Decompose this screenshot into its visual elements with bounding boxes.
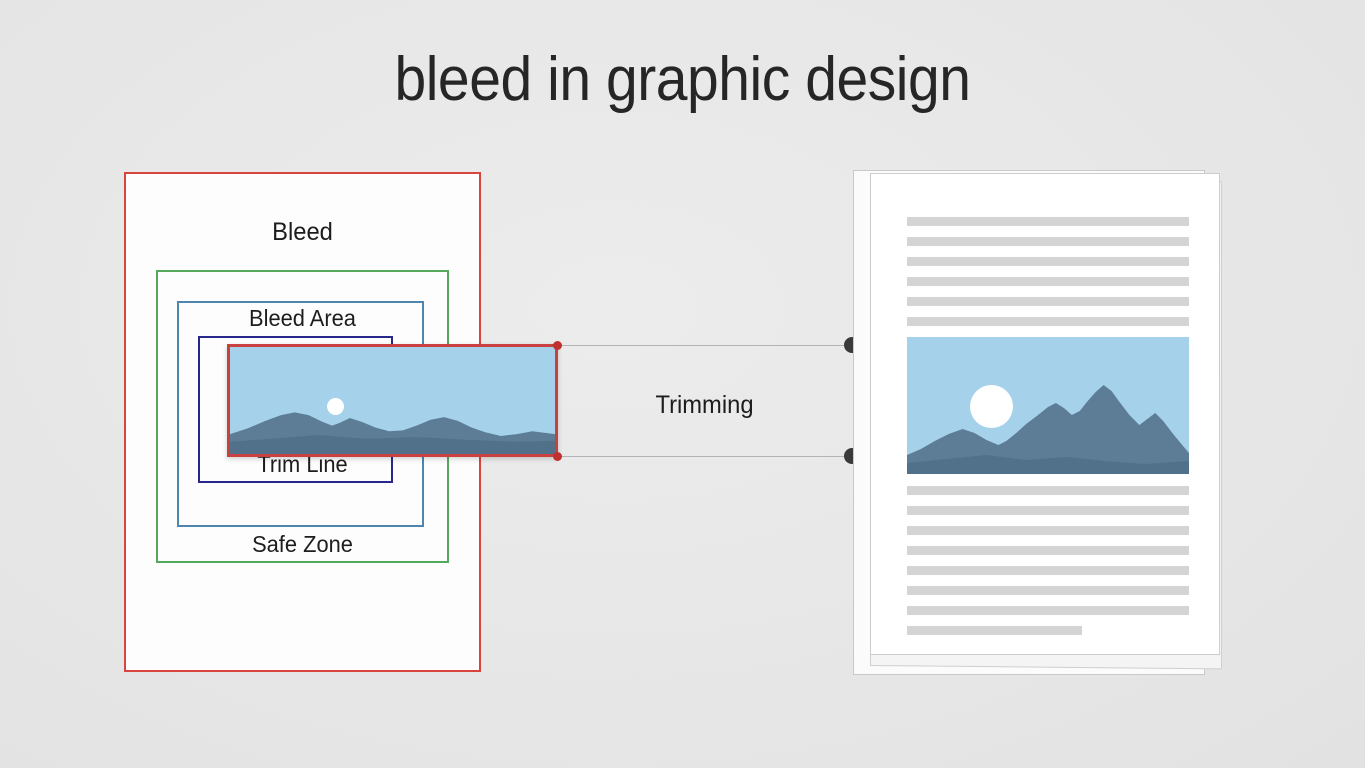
- photo-mountains: [907, 385, 1189, 474]
- photo-sun-icon: [970, 385, 1013, 428]
- bleeding-photo: [227, 344, 558, 457]
- text-line: [907, 606, 1189, 615]
- text-line-short: [907, 626, 1082, 635]
- text-line: [907, 217, 1189, 226]
- text-line: [907, 237, 1189, 246]
- trimmed-document: [853, 170, 1223, 678]
- label-trimming: Trimming: [655, 391, 754, 419]
- text-line: [907, 526, 1189, 535]
- marker-source-bottom: [553, 452, 562, 461]
- text-line: [907, 277, 1189, 286]
- document-photo: [907, 337, 1189, 474]
- text-line: [907, 297, 1189, 306]
- text-line: [907, 546, 1189, 555]
- text-line: [907, 486, 1189, 495]
- document-front-page: [870, 173, 1220, 655]
- label-safe-zone: Safe Zone: [252, 531, 353, 557]
- connector-line-top: [557, 345, 852, 346]
- label-bleed-area: Bleed Area: [249, 305, 356, 331]
- document-content: [907, 217, 1189, 635]
- text-line: [907, 506, 1189, 515]
- photo-mountains: [230, 412, 555, 454]
- text-line: [907, 257, 1189, 266]
- connector-line-bottom: [557, 456, 852, 457]
- text-line: [907, 317, 1189, 326]
- text-line: [907, 586, 1189, 595]
- text-line: [907, 566, 1189, 575]
- page-title: bleed in graphic design: [394, 45, 971, 114]
- marker-source-top: [553, 341, 562, 350]
- photo-sun-icon: [327, 398, 344, 415]
- label-bleed: Bleed: [272, 218, 333, 246]
